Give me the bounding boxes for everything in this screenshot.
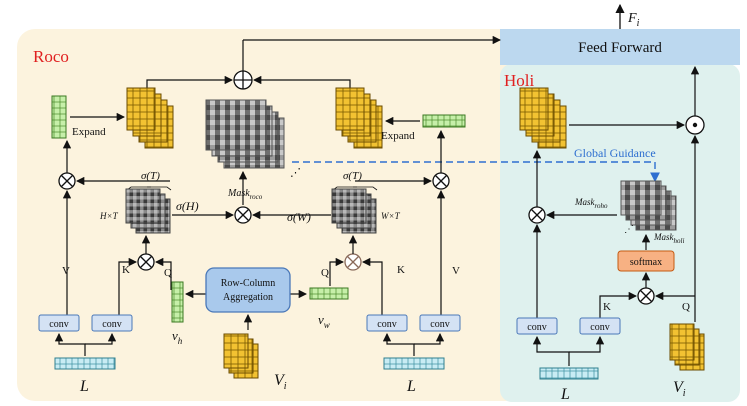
vi-cube-roco <box>223 333 259 379</box>
mask-roco-label: Maskroco <box>227 188 263 201</box>
conv-box-2 <box>91 314 133 332</box>
mask-roho-label: Maskroho <box>574 197 608 210</box>
holi-title: Holi <box>504 71 535 90</box>
odot-operator <box>685 115 705 135</box>
text-tokens-left <box>54 357 116 370</box>
roco-title: Roco <box>33 47 69 66</box>
ellipsis-holi: ⋰ <box>624 224 634 235</box>
sigma-t-left: σ(T) <box>141 170 160 182</box>
attention-matrix-w <box>331 186 378 234</box>
feature-cube-right <box>335 87 383 149</box>
conv-box-holi-1 <box>516 317 558 335</box>
attention-matrix-h <box>125 186 172 234</box>
wxt-label: W×T <box>381 211 401 221</box>
softmax-label: softmax <box>630 257 662 268</box>
vi-label-roco: Vi <box>274 372 287 392</box>
feature-cube-left <box>126 87 174 149</box>
hxt-label: H×T <box>99 211 119 221</box>
output-label: Fi <box>627 11 640 29</box>
mask-holi-label: Maskholi <box>653 232 684 245</box>
rca-line1: Row-Column <box>221 278 275 289</box>
v-label-right: V <box>452 265 460 277</box>
k-label-left: K <box>122 264 130 276</box>
q-label-holi: Q <box>682 301 690 313</box>
conv-box-holi-2 <box>579 317 621 335</box>
ellipsis-roco: ⋰ <box>290 167 301 179</box>
feed-forward-label: Feed Forward <box>578 40 662 56</box>
vh-label: vh <box>172 328 183 346</box>
vi-label-holi: Vi <box>673 379 686 399</box>
row-column-aggregation-box <box>205 267 291 313</box>
times-operator-center <box>234 206 252 224</box>
plus-operator <box>233 70 253 90</box>
v-label-left: V <box>62 265 70 277</box>
conv-box-holi-1-label: conv <box>527 322 546 333</box>
sigma-w-label: σ(W) <box>287 210 311 224</box>
k-label-holi: K <box>603 301 611 313</box>
conv-box-4-label: conv <box>430 319 449 330</box>
q-label-left: Q <box>164 267 172 279</box>
times-operator-left-k <box>137 253 155 271</box>
l-label-right: L <box>406 378 416 395</box>
times-operator-right-k <box>344 253 362 271</box>
vw-label: vw <box>318 312 330 330</box>
vw-vector <box>309 287 349 300</box>
expand-label-right: Expand <box>381 130 415 142</box>
feature-cube-holi <box>519 87 567 149</box>
conv-box-2-label: conv <box>102 319 121 330</box>
vh-vector <box>171 281 184 323</box>
vi-cube-holi <box>669 323 705 371</box>
conv-box-holi-2-label: conv <box>590 322 609 333</box>
times-operator-holi-v <box>528 206 546 224</box>
conv-box-3-label: conv <box>377 319 396 330</box>
conv-box-1 <box>38 314 80 332</box>
conv-box-1-label: conv <box>49 319 68 330</box>
green-vector-left <box>51 95 67 139</box>
sigma-h-label: σ(H) <box>176 199 199 213</box>
times-operator-holi-k <box>637 287 655 305</box>
times-operator-left-top <box>58 172 76 190</box>
green-vector-right <box>422 114 466 128</box>
mask-roco-stack <box>205 99 285 169</box>
global-guidance-label: Global Guidance <box>574 146 656 160</box>
l-label-left: L <box>79 378 89 395</box>
l-label-holi: L <box>560 386 570 403</box>
text-tokens-right <box>383 357 445 370</box>
rca-line2: Aggregation <box>223 292 273 303</box>
mask-holi-stack <box>620 180 677 231</box>
k-label-right: K <box>397 264 405 276</box>
sigma-t-right: σ(T) <box>343 170 362 182</box>
feed-forward-box <box>500 29 740 65</box>
times-operator-right-top <box>432 172 450 190</box>
softmax-box <box>617 250 675 272</box>
conv-box-4 <box>419 314 461 332</box>
q-label-right: Q <box>321 267 329 279</box>
text-tokens-holi <box>539 367 599 380</box>
expand-label-left: Expand <box>72 126 106 138</box>
conv-box-3 <box>366 314 408 332</box>
